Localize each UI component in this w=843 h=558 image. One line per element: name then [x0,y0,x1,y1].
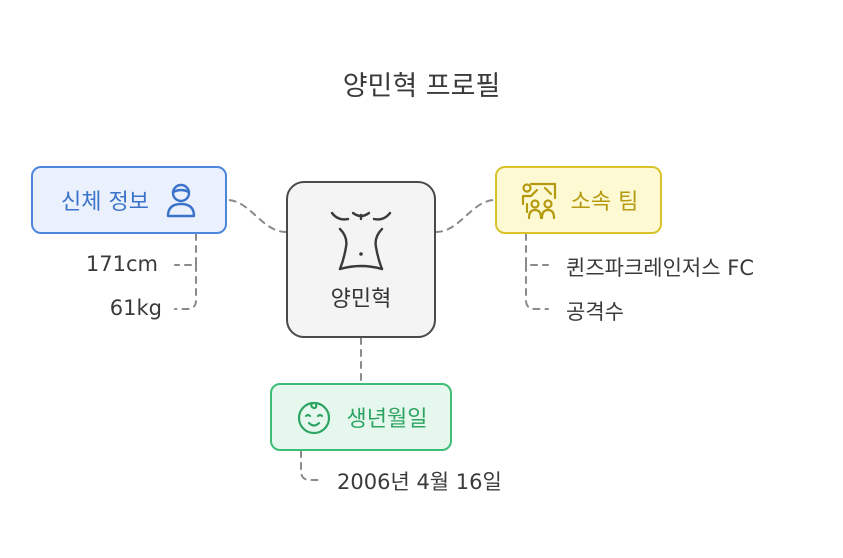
link-birth-date [300,450,324,481]
birth-label: 생년월일 [346,407,428,432]
torso-icon [330,211,392,270]
team-node: 소속 팀 [495,166,662,234]
link-center-body [226,199,287,233]
center-node: 양민혁 [286,181,436,338]
weight-value: 61kg [109,296,162,320]
diagram-title: 양민혁 프로필 [342,71,501,102]
link-body-weight [174,264,197,310]
body-info-label: 신체 정보 [61,190,149,215]
birth-date-value: 2006년 4월 16일 [337,470,502,494]
center-label: 양민혁 [330,286,392,312]
team-label: 소속 팀 [570,190,639,215]
body-info-node: 신체 정보 [31,166,227,234]
link-team-position [525,264,549,310]
team-icon [521,182,556,220]
link-team-club [525,233,549,266]
birth-node: 생년월일 [270,383,452,451]
link-center-team [435,199,496,233]
link-body-height [174,233,197,266]
club-value: 퀸즈파크레인저스 FC [566,256,754,280]
position-value: 공격수 [566,300,624,324]
person-icon [166,183,196,218]
baby-face-icon [297,401,330,435]
height-value: 171cm [85,252,158,276]
